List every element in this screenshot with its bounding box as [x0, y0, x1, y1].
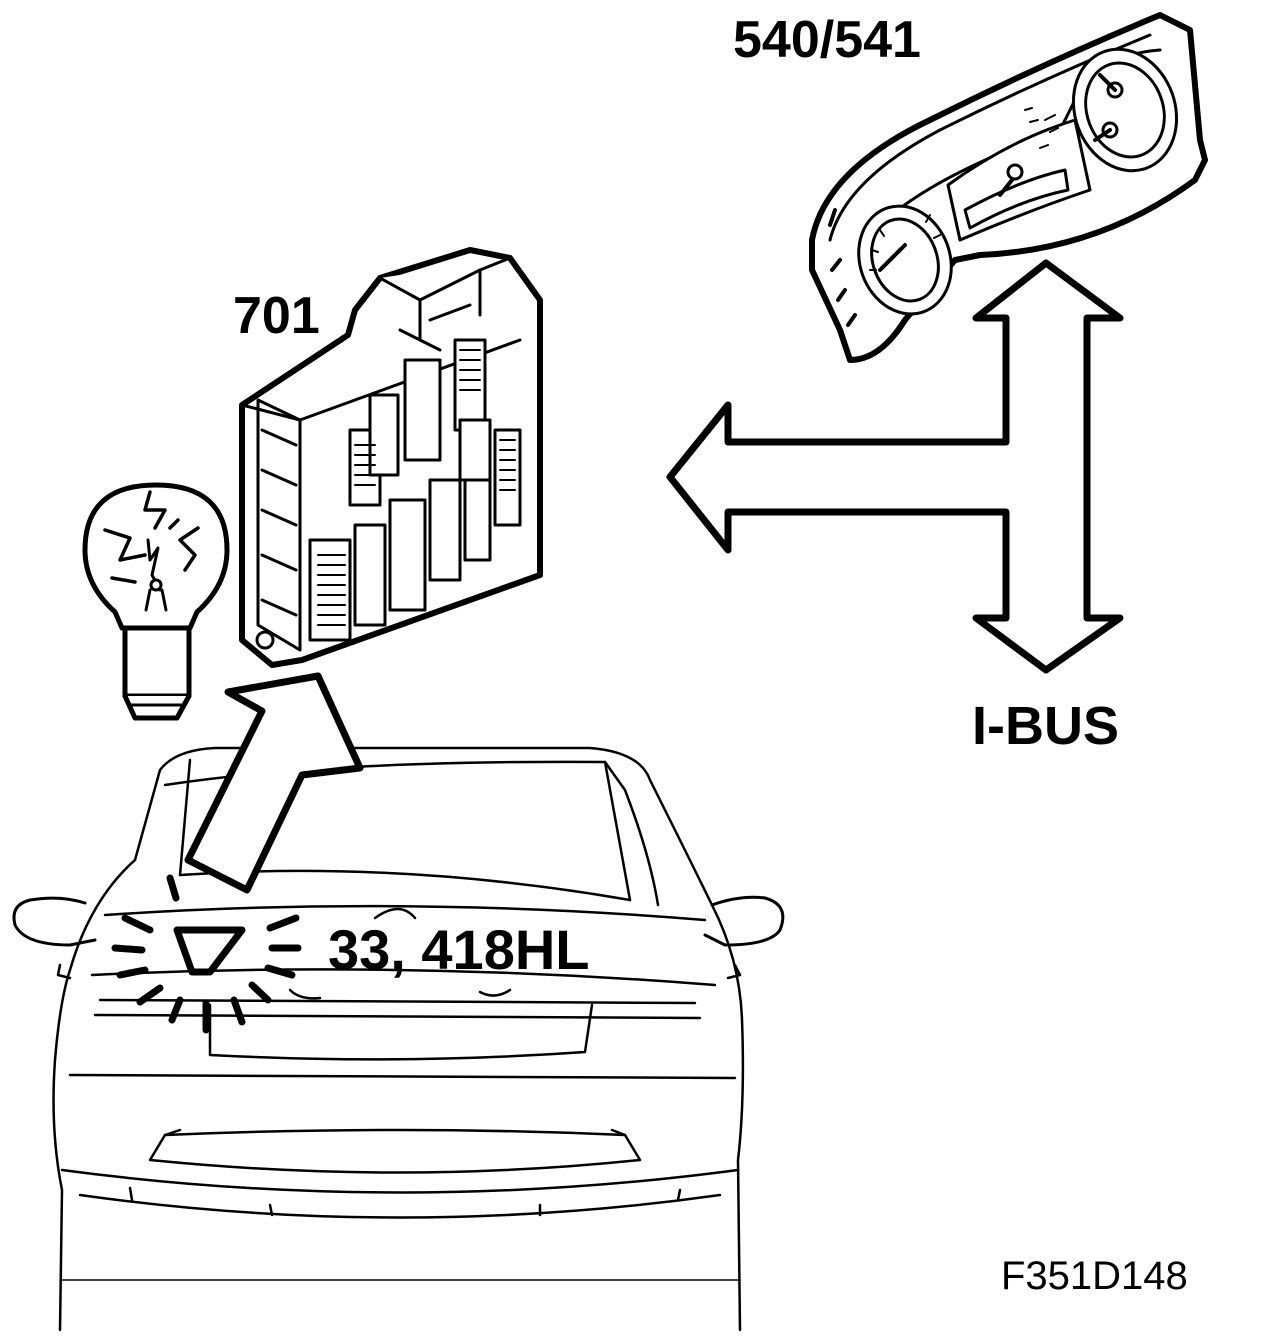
instrument-cluster-540-541: [809, 12, 1208, 363]
flashing-rear-lamp-icon: [111, 874, 302, 1034]
figure-id: F351D148: [1001, 1254, 1188, 1298]
failed-bulb-icon: [82, 482, 230, 721]
label-rear-lamp: 33, 418HL: [328, 918, 590, 981]
control-module-701: [239, 247, 543, 668]
label-instrument-cluster: 540/541: [733, 11, 921, 69]
label-control-module: 701: [233, 287, 320, 345]
ibus-arrow-network: [666, 259, 1124, 674]
label-ibus: I-BUS: [972, 696, 1119, 756]
car-rear-illustration: [12, 746, 785, 1332]
arrow-lamp-to-module: [184, 672, 364, 894]
